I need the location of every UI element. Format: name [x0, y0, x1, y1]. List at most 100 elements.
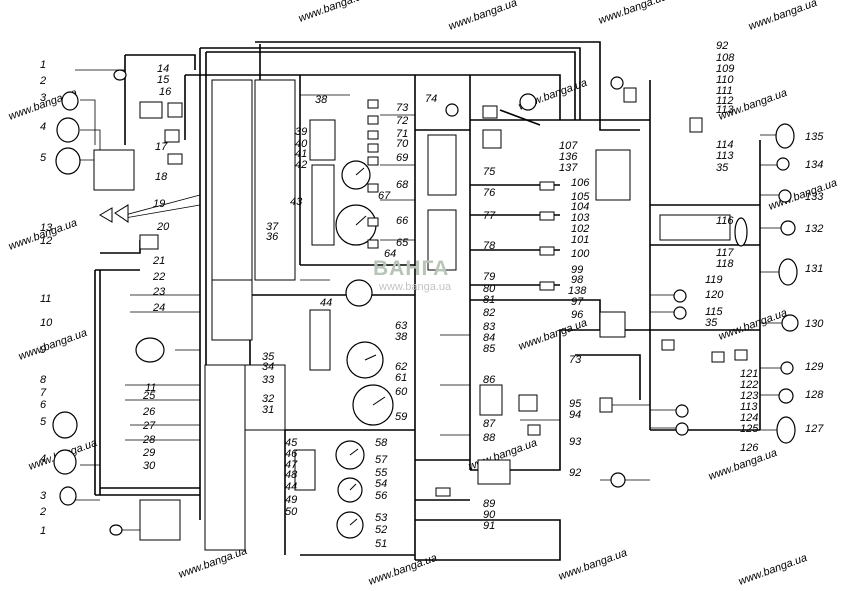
- label-38: 38: [315, 94, 328, 106]
- label-37: 37: [266, 221, 279, 233]
- label-52: 52: [375, 524, 387, 536]
- label-11: 11: [40, 293, 51, 305]
- sensor-95: [599, 397, 613, 413]
- label-12: 12: [40, 235, 52, 247]
- connector-103: [539, 211, 555, 221]
- label-84: 84: [483, 332, 495, 344]
- label-3: 3: [40, 92, 47, 104]
- label-35c: 35: [705, 317, 718, 329]
- label-110: 110: [716, 74, 734, 86]
- relay-136: [482, 105, 498, 119]
- gauge-63: [345, 279, 373, 307]
- label-120: 120: [705, 289, 724, 301]
- label-7: 7: [40, 387, 47, 399]
- label-69: 69: [396, 152, 408, 164]
- label-112: 112: [716, 95, 734, 107]
- label-86: 86: [483, 374, 496, 386]
- label-75: 75: [483, 166, 496, 178]
- label-124: 124: [740, 412, 758, 424]
- connector-96b: [539, 281, 555, 291]
- label-5: 5: [40, 152, 47, 164]
- headlamp-5-bottom: [52, 411, 78, 439]
- label-62: 62: [395, 361, 407, 373]
- label-79: 79: [483, 271, 495, 283]
- relay-17: [164, 129, 180, 143]
- label-11b: 11: [145, 382, 156, 394]
- lamp-112: [689, 117, 703, 133]
- label-90: 90: [483, 509, 496, 521]
- label-49: 49: [285, 494, 297, 506]
- label-133: 133: [805, 191, 824, 203]
- lamp-1-bottom: [109, 524, 123, 536]
- headlamp-4-top: [56, 117, 80, 143]
- fuse-row-117: [659, 214, 731, 241]
- label-73b: 73: [569, 354, 582, 366]
- label-68: 68: [396, 179, 409, 191]
- label-98: 98: [571, 274, 584, 286]
- switch-71: [367, 130, 379, 140]
- label-92b: 92: [716, 40, 728, 52]
- terminal-strip-39: [309, 119, 336, 161]
- label-42: 42: [295, 159, 307, 171]
- label-138: 138: [568, 285, 587, 297]
- label-9: 9: [40, 344, 46, 356]
- label-10: 10: [40, 317, 53, 329]
- gauge-needles: [349, 167, 386, 526]
- label-101: 101: [571, 234, 589, 246]
- switch-70: [367, 143, 379, 153]
- label-30: 30: [143, 460, 156, 472]
- watermark: www.banga.ua: [717, 307, 789, 343]
- label-13: 13: [40, 222, 53, 234]
- lamp-116: [734, 217, 748, 247]
- connector-strip-low: [211, 279, 253, 341]
- watermark: www.banga.ua: [747, 0, 819, 33]
- label-61: 61: [395, 372, 407, 384]
- label-3b: 3: [40, 490, 47, 502]
- headlamp-5-top: [55, 147, 81, 175]
- switch-72: [367, 115, 379, 125]
- label-123: 123: [740, 390, 759, 402]
- connector-100: [539, 246, 555, 256]
- label-105: 105: [571, 191, 590, 203]
- label-28: 28: [142, 434, 156, 446]
- lamp-119: [673, 289, 687, 303]
- label-34: 34: [262, 361, 274, 373]
- fuse-block-lower-left: [139, 499, 181, 541]
- label-113: 113: [716, 104, 734, 116]
- lamp-1-top: [113, 69, 127, 81]
- label-26: 26: [142, 406, 156, 418]
- label-59: 59: [395, 411, 407, 423]
- label-4b: 4: [40, 453, 46, 465]
- label-96: 96: [571, 309, 584, 321]
- label-77: 77: [483, 210, 496, 222]
- label-38b: 38: [395, 331, 408, 343]
- label-118: 118: [716, 258, 734, 270]
- label-44: 44: [320, 297, 332, 309]
- lamps-left: [52, 69, 165, 536]
- label-2: 2: [39, 75, 46, 87]
- connector-106: [539, 181, 555, 191]
- small-components: [139, 87, 748, 497]
- logo-url: www.banga.ua: [379, 281, 452, 293]
- label-107: 107: [559, 140, 578, 152]
- banga-logo: BАНГА www.banga.ua: [369, 257, 461, 297]
- sensor-115: [661, 339, 675, 351]
- watermark: www.banga.ua: [367, 552, 439, 588]
- label-95: 95: [569, 398, 582, 410]
- label-39: 39: [295, 126, 307, 138]
- generator-9: [135, 337, 165, 363]
- label-89: 89: [483, 498, 495, 510]
- connector-strip-main: [211, 79, 253, 281]
- connector-blocks: [93, 79, 731, 551]
- headlamp-127: [776, 416, 796, 444]
- switch-69: [367, 156, 379, 166]
- label-44b: 44: [285, 481, 297, 493]
- sensor-122: [711, 351, 725, 363]
- label-91: 91: [483, 520, 495, 532]
- label-65: 65: [396, 237, 409, 249]
- connector-strip-bottom: [204, 364, 246, 551]
- headlamp-135: [775, 123, 795, 149]
- label-5b: 5: [40, 416, 47, 428]
- label-94: 94: [569, 409, 581, 421]
- label-78: 78: [483, 240, 496, 252]
